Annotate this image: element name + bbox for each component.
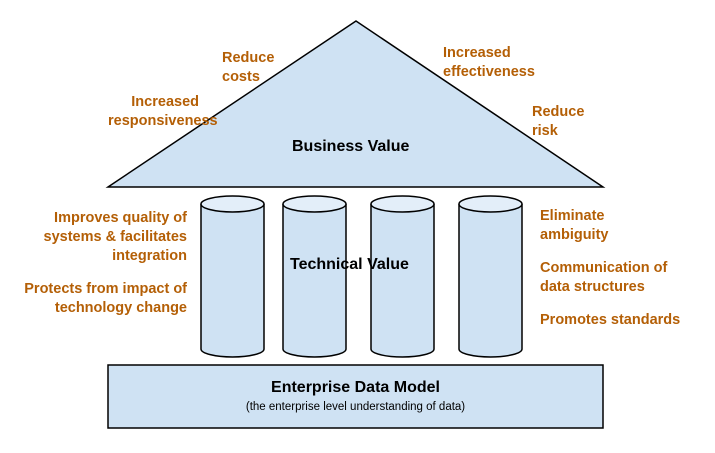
base-rect <box>107 364 604 429</box>
pillar-2 <box>282 195 347 358</box>
base-subtitle: (the enterprise level understanding of d… <box>245 401 466 413</box>
benefit-protects: Protects from impact of technology chang… <box>24 281 187 316</box>
benefit-effectiveness: Increased effectiveness <box>443 45 535 80</box>
base-title: Enterprise Data Model <box>271 379 440 396</box>
benefit-reduce-costs: Reduce costs <box>222 50 275 85</box>
benefit-communication: Communication of data structures <box>540 260 668 295</box>
business-value-title: Business Value <box>292 138 410 155</box>
pillars <box>200 195 523 358</box>
benefit-quality: Improves quality of systems & facilitate… <box>43 210 187 264</box>
roof-triangle <box>105 20 606 188</box>
benefit-responsiveness: Increased responsiveness <box>108 94 218 129</box>
technical-value-title: Technical Value <box>290 256 409 273</box>
benefit-standards: Promotes standards <box>540 312 681 328</box>
benefit-reduce-risk: Reduce risk <box>532 104 585 139</box>
pillar-4 <box>458 195 523 358</box>
benefit-ambiguity: Eliminate ambiguity <box>540 208 609 243</box>
pillar-1 <box>200 195 265 358</box>
pillar-3 <box>370 195 435 358</box>
